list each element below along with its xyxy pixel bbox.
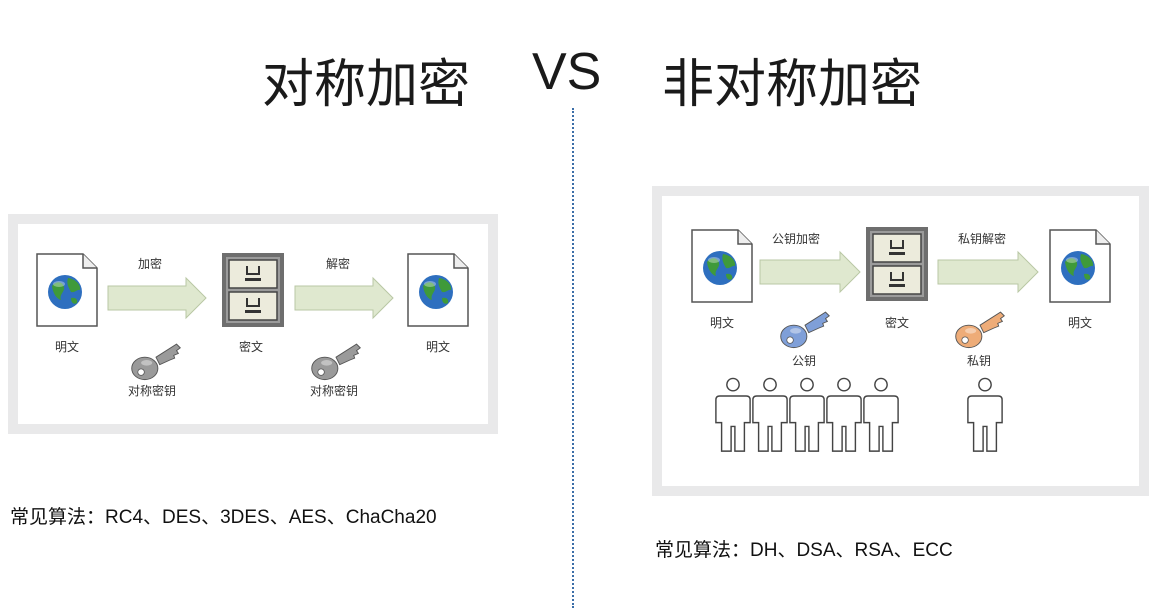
page-title: 对称加密 VS 非对称加密 <box>0 42 1155 115</box>
ciphertext-label: 密文 <box>885 316 910 330</box>
asymmetric-diagram: 明文 公钥加密 密文 私钥解密 明文 公钥 私钥 <box>652 186 1149 496</box>
title-vs: VS <box>532 43 602 101</box>
symmetric-diagram-canvas: 明文 加密 密文 解密 明文 对称密钥 对称密钥 <box>18 224 488 424</box>
symmetric-key-left-label: 对称密钥 <box>128 384 177 398</box>
decrypt-arrow-icon <box>294 276 394 320</box>
asymmetric-diagram-canvas: 明文 公钥加密 密文 私钥解密 明文 公钥 私钥 <box>662 196 1139 486</box>
cipher-cabinet-icon <box>865 226 929 302</box>
ciphertext-label: 密文 <box>239 340 264 354</box>
symmetric-diagram: 明文 加密 密文 解密 明文 对称密钥 对称密钥 <box>8 214 498 434</box>
plaintext-right-label: 明文 <box>426 340 451 354</box>
plaintext-doc-icon <box>690 228 754 304</box>
symmetric-key-icon <box>128 336 184 384</box>
person-icon <box>788 376 826 454</box>
plaintext-doc-icon <box>1048 228 1112 304</box>
decrypt-arrow-icon <box>937 250 1039 294</box>
person-icon <box>825 376 863 454</box>
plaintext-left-label: 明文 <box>55 340 80 354</box>
decrypt-label: 解密 <box>326 257 351 271</box>
encrypt-arrow-icon <box>107 276 207 320</box>
encrypt-arrow-icon <box>759 250 861 294</box>
person-icon <box>714 376 752 454</box>
person-icon <box>862 376 900 454</box>
symmetric-key-icon <box>308 336 364 384</box>
symmetric-algorithms: 常见算法：RC4、DES、3DES、AES、ChaCha20 <box>10 507 437 528</box>
public-key-label: 公钥 <box>792 354 817 368</box>
cipher-cabinet-icon <box>221 252 285 328</box>
symmetric-key-right-label: 对称密钥 <box>310 384 359 398</box>
plaintext-right-label: 明文 <box>1068 316 1093 330</box>
private-key-icon <box>952 304 1008 352</box>
encrypt-label: 加密 <box>138 257 163 271</box>
title-asymmetric: 非对称加密 <box>662 55 923 115</box>
person-icon <box>751 376 789 454</box>
private-key-label: 私钥 <box>967 354 992 368</box>
public-key-icon <box>777 304 833 352</box>
private-decrypt-label: 私钥解密 <box>958 232 1007 246</box>
plaintext-left-label: 明文 <box>710 316 735 330</box>
plaintext-doc-icon <box>406 252 470 328</box>
asymmetric-algorithms: 常见算法：DH、DSA、RSA、ECC <box>655 540 953 561</box>
person-icon <box>966 376 1004 454</box>
plaintext-doc-icon <box>35 252 99 328</box>
public-encrypt-label: 公钥加密 <box>772 232 821 246</box>
center-divider <box>572 108 574 608</box>
title-symmetric: 对称加密 <box>262 55 471 115</box>
